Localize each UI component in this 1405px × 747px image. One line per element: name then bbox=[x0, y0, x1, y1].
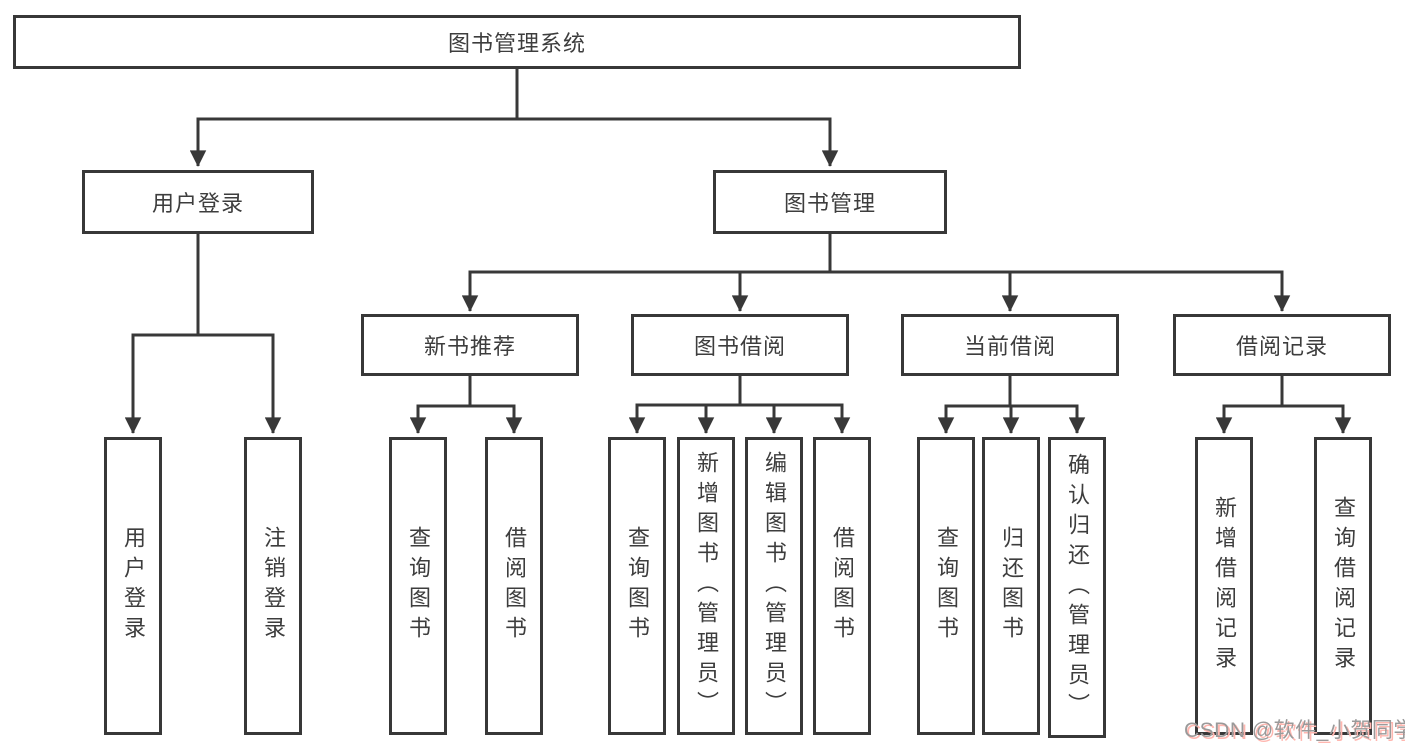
node-book-management: 图书管理 bbox=[713, 170, 947, 234]
node-book-borrow: 图书借阅 bbox=[631, 314, 849, 376]
node-book-borrow-label: 图书借阅 bbox=[693, 334, 786, 359]
leaf-book-borrow-borrow-books-label: 借阅图书 bbox=[830, 526, 855, 646]
node-borrow-record: 借阅记录 bbox=[1173, 314, 1391, 376]
leaf-current-borrow-return-books-label: 归还图书 bbox=[999, 526, 1024, 646]
leaf-book-borrow-query-books-label: 查询图书 bbox=[625, 526, 650, 646]
node-user-login-label: 用户登录 bbox=[151, 191, 244, 216]
leaf-logout-login: 注销登录 bbox=[244, 437, 302, 735]
node-current-borrow-label: 当前借阅 bbox=[963, 334, 1056, 359]
leaf-book-borrow-query-books: 查询图书 bbox=[608, 437, 666, 735]
leaf-book-borrow-add-books-admin-label: 新增图书（管理员） bbox=[694, 451, 719, 721]
leaf-new-book-borrow-books-label: 借阅图书 bbox=[502, 526, 527, 646]
csdn-watermark: CSDN @软件_小贺同学 bbox=[1184, 719, 1405, 742]
leaf-new-book-borrow-books: 借阅图书 bbox=[485, 437, 543, 735]
leaf-book-borrow-add-books-admin: 新增图书（管理员） bbox=[677, 437, 735, 735]
leaf-book-borrow-edit-books-admin: 编辑图书（管理员） bbox=[745, 437, 803, 735]
node-user-login: 用户登录 bbox=[82, 170, 314, 234]
node-new-book-recommend: 新书推荐 bbox=[361, 314, 579, 376]
node-current-borrow: 当前借阅 bbox=[901, 314, 1119, 376]
node-borrow-record-label: 借阅记录 bbox=[1235, 334, 1328, 359]
leaf-borrow-record-add-record: 新增借阅记录 bbox=[1195, 437, 1253, 735]
leaf-borrow-record-add-record-label: 新增借阅记录 bbox=[1212, 496, 1237, 676]
leaf-book-borrow-edit-books-admin-label: 编辑图书（管理员） bbox=[762, 451, 787, 721]
leaf-logout-login-label: 注销登录 bbox=[261, 526, 286, 646]
node-root-label: 图书管理系统 bbox=[447, 31, 586, 56]
node-new-book-recommend-label: 新书推荐 bbox=[423, 334, 516, 359]
leaf-current-borrow-query-books: 查询图书 bbox=[917, 437, 975, 735]
leaf-borrow-record-query-record-label: 查询借阅记录 bbox=[1331, 496, 1356, 676]
leaf-current-borrow-confirm-return-admin-label: 确认归还（管理员） bbox=[1065, 452, 1090, 723]
leaf-book-borrow-borrow-books: 借阅图书 bbox=[813, 437, 871, 735]
leaf-new-book-query-books: 查询图书 bbox=[389, 437, 447, 735]
leaf-borrow-record-query-record: 查询借阅记录 bbox=[1314, 437, 1372, 735]
leaf-current-borrow-confirm-return-admin: 确认归还（管理员） bbox=[1048, 437, 1106, 738]
leaf-current-borrow-query-books-label: 查询图书 bbox=[934, 526, 959, 646]
leaf-new-book-query-books-label: 查询图书 bbox=[406, 526, 431, 646]
leaf-user-login: 用户登录 bbox=[104, 437, 162, 735]
node-book-management-label: 图书管理 bbox=[783, 191, 876, 216]
leaf-user-login-label: 用户登录 bbox=[121, 526, 146, 646]
node-root-library-system: 图书管理系统 bbox=[13, 15, 1021, 69]
leaf-current-borrow-return-books: 归还图书 bbox=[982, 437, 1040, 735]
